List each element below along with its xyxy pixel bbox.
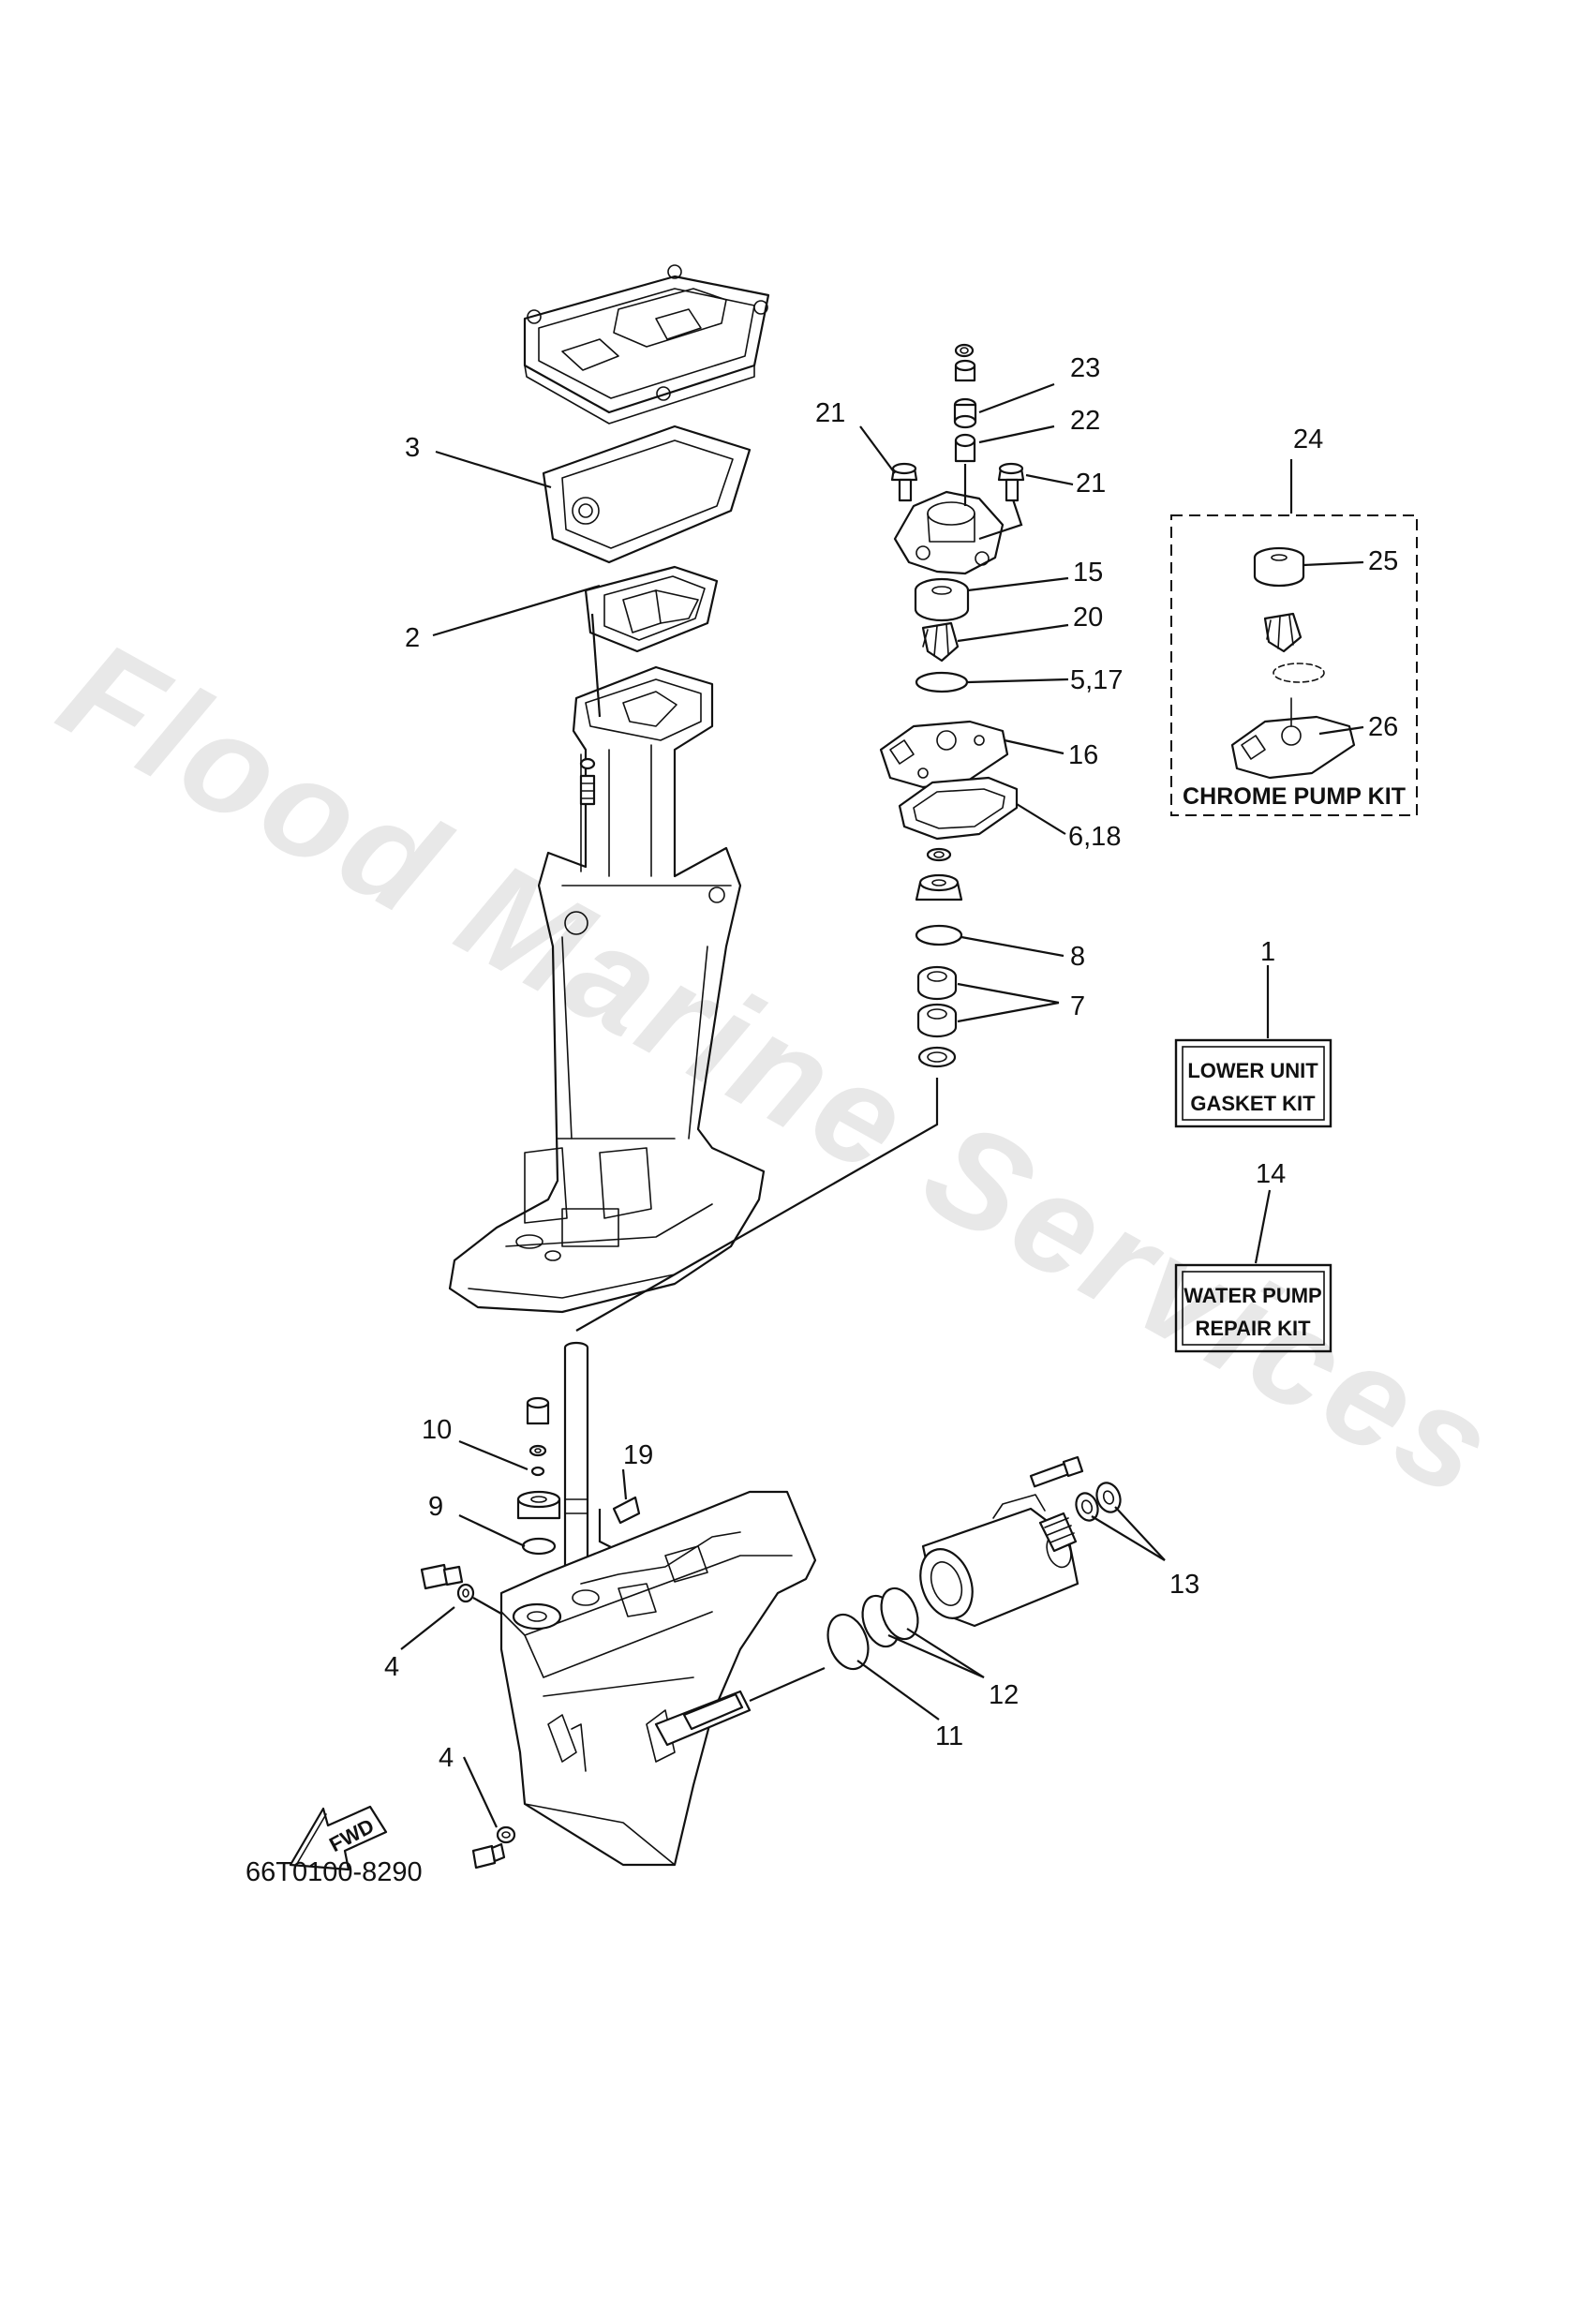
propeller-shaft [654,1666,826,1747]
housing-bolt [1029,1455,1084,1488]
water-pump-repair-kit-line2: REPAIR KIT [1195,1317,1311,1340]
callout-10: 10 [422,1415,452,1445]
upper-mount-plate [523,264,770,425]
gasket-6-18 [898,776,1019,841]
callout-25: 25 [1368,546,1398,576]
impeller-insert-15 [914,577,970,622]
callout-7: 7 [1070,991,1085,1021]
gear-case [499,1490,817,1867]
chrome-pump-kit-label: CHROME PUMP KIT [1183,783,1406,810]
shaft-leader [575,1078,939,1332]
gasket-2 [584,565,719,653]
callout-13: 13 [1169,1570,1199,1600]
water-tube-grommet-stack [516,1396,561,1556]
oring-11 [826,1613,870,1671]
oil-seal-7-lower [916,1003,958,1038]
callout-8: 8 [1070,942,1085,972]
bolt-and-washer-upper [579,757,596,806]
callout-6-18: 6,18 [1068,822,1121,852]
callout-22: 22 [1070,406,1100,436]
callout-4-upper: 4 [384,1652,399,1682]
callout-4-lower: 4 [439,1743,454,1773]
outer-plate-16 [879,720,1009,789]
callout-16: 16 [1068,740,1098,770]
drive-shaft-housing [448,665,766,1314]
water-pump-housing [893,464,1023,575]
callout-19: 19 [623,1440,653,1470]
bolt-21-right [997,462,1025,502]
callout-20: 20 [1073,603,1103,633]
callout-12: 12 [989,1680,1019,1710]
spacer-ring [917,1046,957,1068]
impeller-20 [921,621,960,663]
callout-leaders [400,382,1364,1828]
callout-21-left: 21 [815,398,845,428]
callout-11: 11 [935,1721,963,1751]
bearing-and-seals-13 [1038,1482,1122,1553]
bolt-21-left [890,462,918,502]
lower-unit-gasket-kit-box: LOWER UNIT GASKET KIT [1174,1038,1332,1128]
lower-unit-gasket-kit-line1: LOWER UNIT [1187,1059,1318,1082]
water-pump-repair-kit-line1: WATER PUMP [1184,1284,1321,1307]
bolt-4-upper [420,1563,502,1615]
oil-seal-7-upper [916,965,958,1001]
water-pump-repair-kit-box: WATER PUMP REPAIR KIT [1174,1263,1332,1353]
bolt-4-lower [471,1825,516,1870]
seal-housing-stack [915,847,963,901]
bearing-housing [919,1494,1079,1628]
callout-15: 15 [1073,558,1103,588]
water-pump-stack [953,343,977,463]
callout-14: 14 [1256,1159,1286,1189]
diagram-code: 66T0100-8290 [246,1857,423,1887]
callout-1: 1 [1260,937,1275,967]
gasket-3 [542,425,752,564]
callout-26: 26 [1368,712,1398,742]
callout-9: 9 [428,1492,443,1522]
callout-21-right: 21 [1076,469,1106,499]
oring-5-17 [915,671,969,693]
callout-3: 3 [405,433,420,463]
orings-12 [861,1587,919,1648]
callout-2: 2 [405,623,420,653]
oring-8 [915,924,963,946]
callout-23: 23 [1070,353,1100,383]
lower-unit-gasket-kit-line2: GASKET KIT [1190,1092,1316,1115]
callout-24: 24 [1293,425,1323,454]
callout-5-17: 5,17 [1070,665,1123,695]
callout-labels: 3 2 23 22 21 21 15 20 5,17 16 6,18 8 7 2… [384,353,1398,1773]
